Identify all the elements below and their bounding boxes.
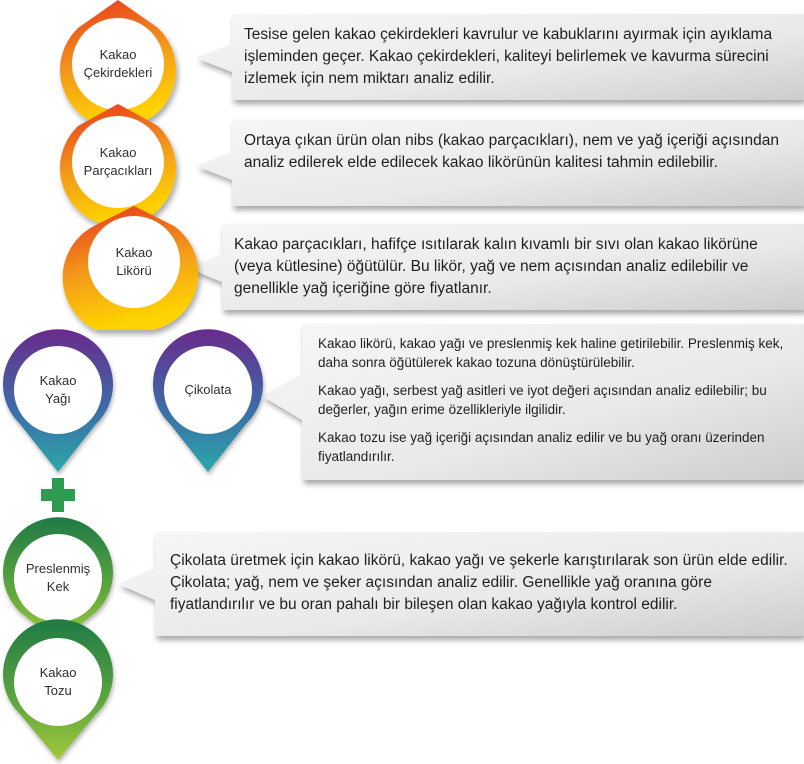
pin-preslenmis-kek [3,517,114,642]
pin-label-cekirdekleri: Kakao Çekirdekleri [74,42,162,86]
pin-label-line: Kakao [39,665,77,680]
callout-box-5 [118,532,804,636]
callout-box-3 [188,224,804,310]
pin-label-line: Kakao [115,245,153,260]
callout-paragraph: Kakao yağı, serbest yağ asitleri ve iyot… [318,383,767,417]
pin-parcaciklari [59,104,176,226]
callout-text-1: Tesise gelen kakao çekirdekleri kavrulur… [244,24,790,90]
pin-label-line: Kakao [99,145,137,160]
pin-label-line: Çekirdekleri [83,65,153,80]
pin-label-line: Parçacıkları [83,163,153,178]
pin-label-line: Kek [46,579,70,594]
callout-paragraph: Ortaya çıkan ürün olan nibs (kakao parça… [244,132,780,171]
pin-label-kakao-tozu: Kakao Tozu [14,660,102,704]
callout-paragraph: Kakao parçacıkları, hafifçe ısıtılarak k… [234,236,758,297]
pin-kakao-tozu [3,619,114,760]
callout-paragraph: Çikolata üretmek için kakao likörü, kaka… [170,552,788,613]
pin-cekirdekleri [59,0,176,128]
callout-text-3: Kakao parçacıkları, hafifçe ısıtılarak k… [234,234,790,300]
callout-text-4: Kakao likörü, kakao yağı ve preslenmiş k… [318,334,792,466]
pin-likoru [62,206,199,330]
pin-label-line: Likörü [116,263,152,278]
callout-box-2 [196,120,804,206]
callout-text-2: Ortaya çıkan ürün olan nibs (kakao parça… [244,130,790,174]
pin-label-parcaciklari: Kakao Parçacıkları [74,140,162,184]
pin-label-kakao-yagi: Kakao Yağı [14,368,102,412]
callout-paragraph: Kakao tozu ise yağ içeriği açısından ana… [318,430,765,464]
callout-box-1 [196,14,804,100]
pin-label-line: Çikolata [184,382,232,397]
pin-label-preslenmis-kek: Preslenmiş Kek [14,556,102,600]
callout-paragraph: Kakao likörü, kakao yağı ve preslenmiş k… [318,336,784,370]
callout-paragraph: Tesise gelen kakao çekirdekleri kavrulur… [244,26,773,87]
pin-label-line: Preslenmiş [25,561,91,576]
callout-box-4 [262,324,804,480]
pin-kakao-yagi [2,329,114,472]
pin-label-line: Kakao [39,373,77,388]
pin-cikolata [153,329,263,472]
callout-text-5: Çikolata üretmek için kakao likörü, kaka… [170,550,792,616]
plus-icon [41,478,75,512]
pin-label-likoru: Kakao Likörü [90,240,178,284]
pin-label-cikolata: Çikolata [164,368,252,412]
pin-label-line: Yağı [45,391,71,406]
pin-label-line: Tozu [44,683,72,698]
pin-label-line: Kakao [99,47,137,62]
